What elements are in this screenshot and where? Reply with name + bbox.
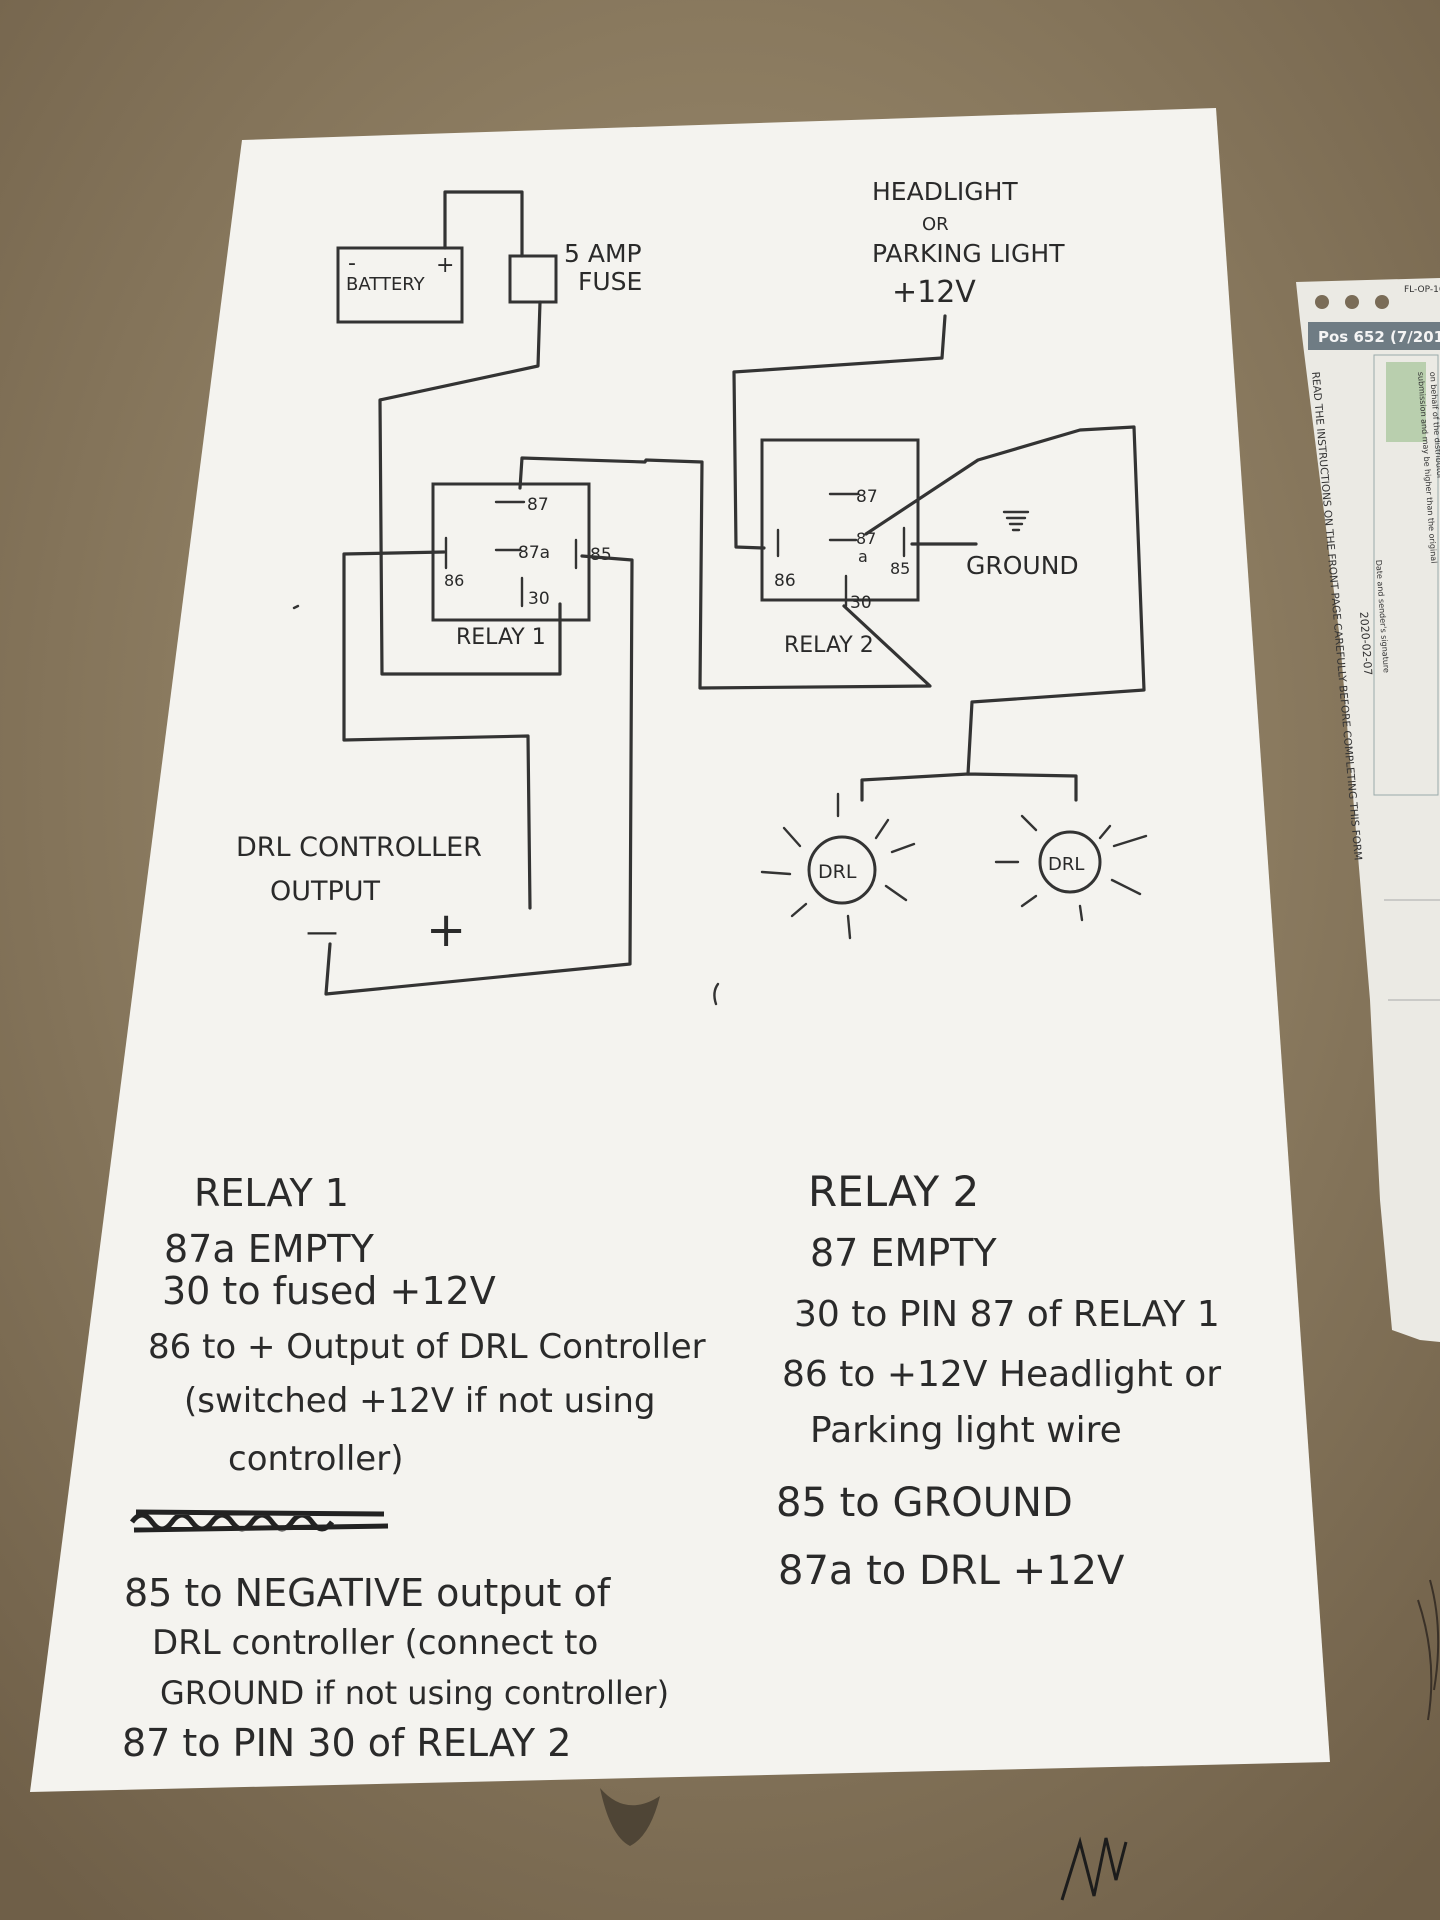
drl-controller-line2: OUTPUT [270, 876, 381, 907]
battery-box [336, 246, 464, 324]
relay2-pin-87a-top: 87 [856, 529, 876, 548]
notes-relay2-line: Parking light wire [810, 1410, 1122, 1451]
notes-relay2: RELAY 2 87 EMPTY 30 to PIN 87 of RELAY 1… [776, 1167, 1221, 1594]
drl-controller-line1: DRL CONTROLLER [236, 832, 482, 863]
relay1-pin-87: 87 [527, 495, 549, 515]
notes-relay1-line: 86 to + Output of DRL Controller [148, 1327, 706, 1367]
controller-plus: + [426, 902, 466, 958]
notes-relay1-title: RELAY 1 [194, 1171, 349, 1215]
ground-label: GROUND [966, 551, 1079, 580]
notes-relay1-line: controller) [228, 1439, 403, 1479]
drl-lamp-left-label: DRL [818, 861, 857, 883]
wiring-diagram: BATTERY + - 5 AMP FUSE HEADLIGHT OR PARK… [236, 177, 1148, 1006]
notes-relay1: RELAY 1 87a EMPTY 30 to fused +12V 86 to… [122, 1171, 706, 1765]
battery-plus: + [436, 253, 454, 278]
side-form: FL-OP-16 Pos 652 (7/2018) READ THE INSTR… [1296, 278, 1440, 1342]
notes-relay1-line: 87 to PIN 30 of RELAY 2 [122, 1721, 571, 1765]
relay2-pin-86: 86 [774, 571, 796, 591]
notes-relay1-line: 30 to fused +12V [162, 1269, 496, 1313]
relay2-pin-30: 30 [850, 593, 872, 613]
notes-relay2-line: 86 to +12V Headlight or [782, 1354, 1221, 1395]
relay2-box [760, 438, 920, 602]
battery-minus: - [348, 251, 356, 276]
notes-relay1-line: (switched +12V if not using [184, 1381, 655, 1421]
notes-relay1-line: DRL controller (connect to [152, 1623, 598, 1663]
fuse-label-line1: 5 AMP [564, 239, 642, 268]
side-form-corner-code: FL-OP-16 [1404, 285, 1440, 295]
fuse-box [508, 254, 558, 304]
notes-relay1-line: GROUND if not using controller) [160, 1674, 669, 1712]
scribble-out [129, 1509, 389, 1533]
side-form-small-line1: on behalf of the distributor [1428, 372, 1440, 481]
drl-lamp-left: DRL [760, 792, 916, 940]
notes-relay2-line: 85 to GROUND [776, 1480, 1073, 1526]
relay2-pin-87: 87 [856, 487, 878, 507]
headlight-line2: OR [922, 214, 949, 235]
notes-relay1-line: 87a EMPTY [164, 1227, 375, 1271]
cardboard-scribble [1060, 1836, 1128, 1901]
relay1-pin-86: 86 [444, 571, 464, 590]
relay1-name: RELAY 1 [456, 625, 546, 650]
relay2-pin-87a-bottom: a [858, 547, 868, 566]
paper-sheet [30, 108, 1330, 1792]
relay2-pin-85: 85 [890, 559, 910, 578]
notes-relay2-line: 87 EMPTY [810, 1231, 997, 1275]
relay1-pin-85: 85 [590, 545, 612, 565]
notes-relay1-line: 85 to NEGATIVE output of [124, 1571, 612, 1615]
headlight-line3: PARKING LIGHT [872, 239, 1065, 268]
notes-relay2-line: 87a to DRL +12V [778, 1548, 1125, 1594]
notes-relay2-line: 30 to PIN 87 of RELAY 1 [794, 1294, 1220, 1335]
relay2-name: RELAY 2 [784, 633, 874, 658]
headlight-line1: HEADLIGHT [872, 177, 1018, 206]
relay1-pin-87a: 87a [518, 543, 550, 563]
notes-relay2-title: RELAY 2 [808, 1167, 979, 1216]
drl-lamp-right-label: DRL [1048, 854, 1084, 875]
controller-minus: — [306, 912, 338, 950]
fuse-label-line2: FUSE [578, 267, 642, 296]
headlight-line4: +12V [892, 275, 976, 310]
drl-lamp-right: DRL [994, 814, 1148, 922]
cardboard-tear [600, 1788, 660, 1846]
ground-symbol [1002, 510, 1030, 532]
battery-label: BATTERY [346, 274, 426, 295]
relay1-pin-30: 30 [528, 589, 550, 609]
side-form-header: Pos 652 (7/2018) [1318, 328, 1440, 346]
side-form-date: 2020-02-07 [1357, 611, 1374, 676]
